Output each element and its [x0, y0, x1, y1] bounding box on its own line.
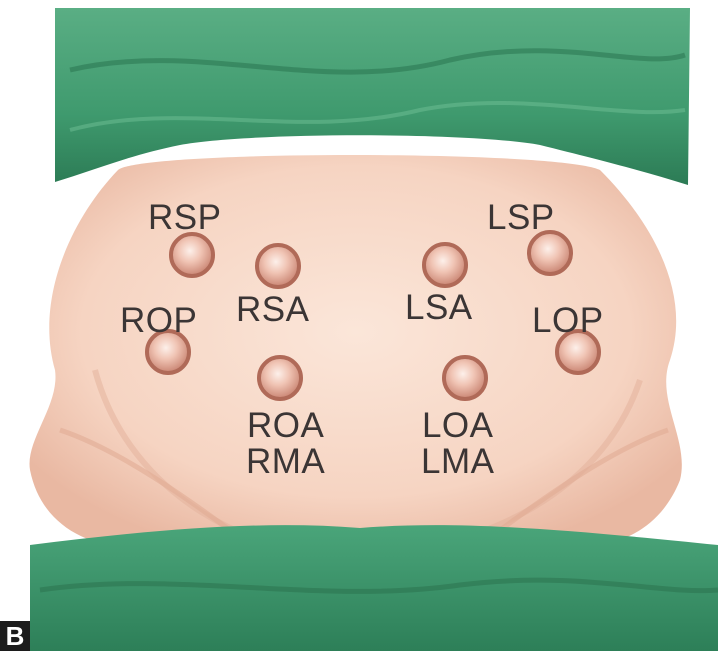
label-loa: LOA LMA [421, 408, 494, 480]
label-loa-line1: LOA [421, 408, 494, 444]
label-rsp: RSP [148, 200, 221, 236]
label-rma-line2: RMA [246, 444, 325, 480]
marker-lsp [529, 232, 571, 274]
marker-rsp [171, 234, 213, 276]
label-rop: ROP [120, 303, 197, 339]
label-roa-line1: ROA [246, 408, 325, 444]
marker-loa [444, 357, 486, 399]
label-lsa: LSA [405, 290, 473, 326]
bottom-drape [30, 525, 718, 651]
marker-roa [259, 357, 301, 399]
label-roa: ROA RMA [246, 408, 325, 480]
marker-rsa [257, 245, 299, 287]
label-lsp: LSP [487, 200, 555, 236]
label-lop: LOP [532, 303, 604, 339]
label-rsa: RSA [236, 292, 309, 328]
label-lma-line2: LMA [421, 444, 494, 480]
marker-lsa [424, 244, 466, 286]
panel-letter: B [0, 621, 30, 651]
